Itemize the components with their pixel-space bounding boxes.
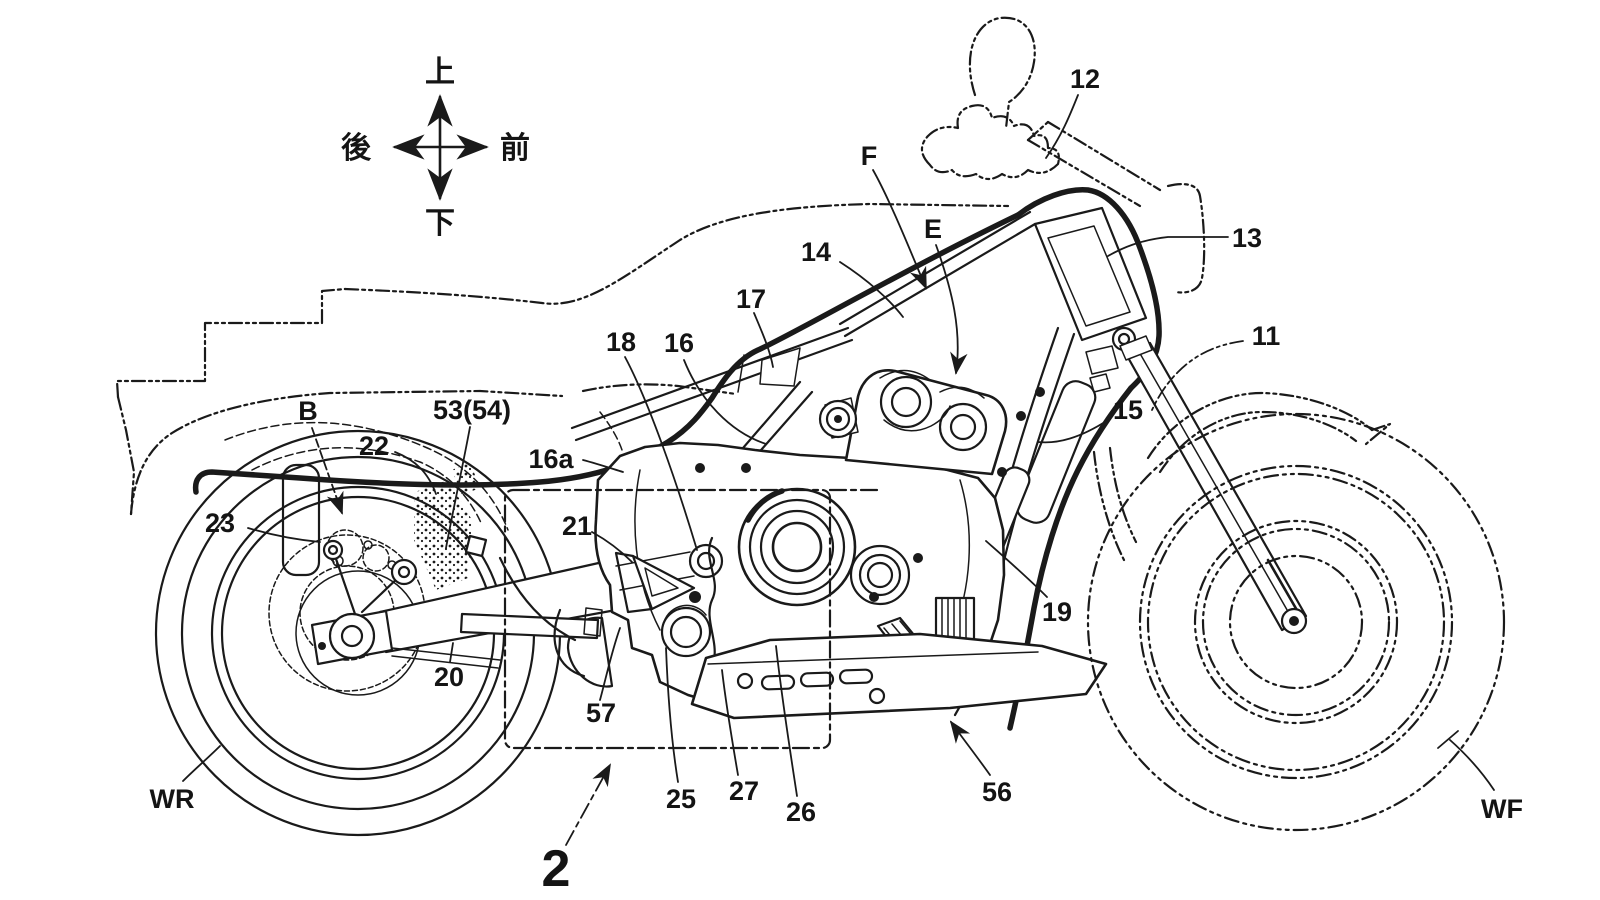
part-label-26: 26 [786,797,816,827]
section-marker-label: 2 [542,840,571,898]
compass-up-label: 上 [425,56,455,89]
part-label-13: 13 [1232,223,1262,253]
clutch-rib-arc [745,488,785,523]
handlebar [920,16,1162,208]
chain-stipple-texture [414,480,472,590]
rear-bodywork [115,202,1010,516]
front-fender [1092,391,1392,562]
part-label-25: 25 [666,784,696,814]
part-label-11: 11 [1252,321,1281,351]
part-label-53-54: 53(54) [433,395,511,425]
part-label-15: 15 [1113,395,1143,425]
skid-plate [690,632,1108,720]
front-wheel [1086,412,1506,832]
part-label-27: 27 [729,776,759,806]
part-label-E: E [924,214,942,244]
compass-rose: 上 下 後 前 [341,56,530,240]
part-label-21: 21 [562,511,592,541]
swingarm [310,539,618,669]
part-label-18: 18 [606,327,636,357]
section-box [503,488,884,846]
part-label-17: 17 [736,284,766,314]
part-label-WF: WF [1481,794,1523,824]
part-label-56: 56 [982,777,1012,807]
part-label-14: 14 [801,237,831,267]
part-label-WR: WR [150,784,195,814]
part-labels: 12 F E 14 13 17 18 16 11 15 B 53(54) 22 … [150,64,1523,898]
cylinder-head [844,369,1008,476]
part-label-16: 16 [664,328,694,358]
part-label-22: 22 [359,431,389,461]
part-label-16a: 16a [528,444,574,474]
part-label-23: 23 [205,508,235,538]
part-label-20: 20 [434,662,464,692]
part-label-57: 57 [586,698,616,728]
part-label-12: 12 [1070,64,1100,94]
front-fork [1119,335,1308,635]
part-label-B: B [298,396,318,426]
chain-stipple-texture-upper [452,462,480,495]
compass-rear-label: 後 [341,132,372,165]
compass-down-label: 下 [425,207,455,240]
compass-front-label: 前 [500,132,530,165]
leader-lines [182,94,1495,797]
part-label-19: 19 [1042,597,1072,627]
section-arrow [565,763,611,846]
brake-pedal [459,612,600,640]
part-label-F: F [861,141,878,171]
